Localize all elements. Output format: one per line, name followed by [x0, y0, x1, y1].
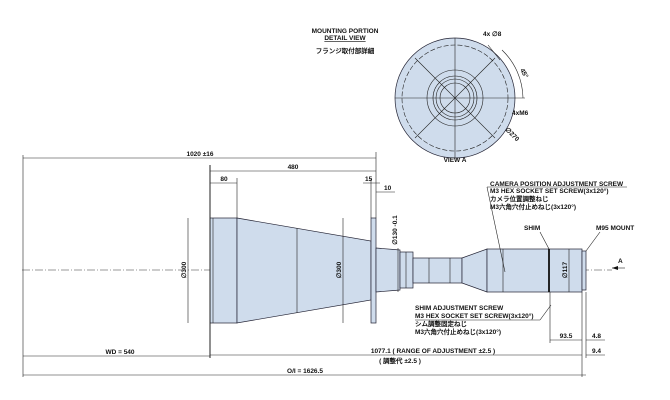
dim-wd: WD = 540: [105, 349, 134, 356]
dimension-lines: [22, 152, 627, 377]
dim-480: 480: [288, 164, 299, 171]
dim-dia300-a: ∅300: [180, 261, 188, 278]
detail-title-1: MOUNTING PORTION: [312, 28, 379, 35]
dim-80: 80: [220, 176, 228, 183]
view-a: MOUNTING PORTION DETAIL VIEW フランジ取付部詳細 4…: [312, 28, 531, 164]
view-arrow-icon: [612, 266, 618, 270]
callout-camera-4: M3六角穴付止めねじ(3x120°): [490, 202, 576, 211]
callout-camera-1: CAMERA POSITION ADJUSTMENT SCREW: [490, 181, 624, 188]
detail-title-jp: フランジ取付部詳細: [316, 46, 375, 55]
callout-shim-adj-2: M3 HEX SOCKET SET SCREW(3x120°): [415, 312, 534, 320]
tapped-label: 4xM6: [512, 110, 529, 117]
dim-dia117: ∅117: [561, 262, 569, 279]
callout-mount: M95 MOUNT: [596, 225, 634, 232]
view-a-label: VIEW A: [444, 157, 467, 164]
dim-15: 15: [365, 176, 373, 183]
detail-title-2: DETAIL VIEW: [324, 35, 366, 42]
callout-shim-adj-4: M3六角穴付止めねじ(3x120°): [415, 327, 501, 336]
dim-9-4: 9.4: [592, 348, 601, 355]
dim-1020: 1020 ±16: [186, 151, 213, 158]
pcd-label: ∅270: [504, 126, 522, 144]
lens-body: [209, 217, 587, 324]
dim-4-8: 4.8: [592, 333, 601, 340]
callout-shim-adj-3: シム調整固定ねじ: [415, 319, 467, 328]
callout-camera-2: M3 HEX SOCKET SET SCREW(3x120°): [490, 187, 609, 195]
dim-dia130: ∅130 -0.1: [391, 215, 399, 245]
m95-mount: [581, 250, 587, 291]
callout-shim: SHIM: [524, 225, 540, 232]
callout-camera-3: カメラ位置調整ねじ: [490, 194, 549, 203]
dim-oil: O/I = 1626.5: [287, 368, 323, 375]
dim-dia300-b: ∅300: [335, 261, 343, 278]
holes-label: 4x ∅8: [483, 30, 502, 38]
dim-range: 1077.1 ( RANGE OF ADJUSTMENT ±2.5 ): [371, 348, 495, 355]
dim-93-5: 93.5: [560, 333, 573, 340]
view-arrow-label: A: [618, 258, 623, 265]
dim-range-jp: ( 調整代 ±2.5 ): [379, 356, 421, 365]
callout-shim-adj-1: SHIM ADJUSTMENT SCREW: [415, 305, 504, 312]
dim-10: 10: [384, 185, 392, 192]
